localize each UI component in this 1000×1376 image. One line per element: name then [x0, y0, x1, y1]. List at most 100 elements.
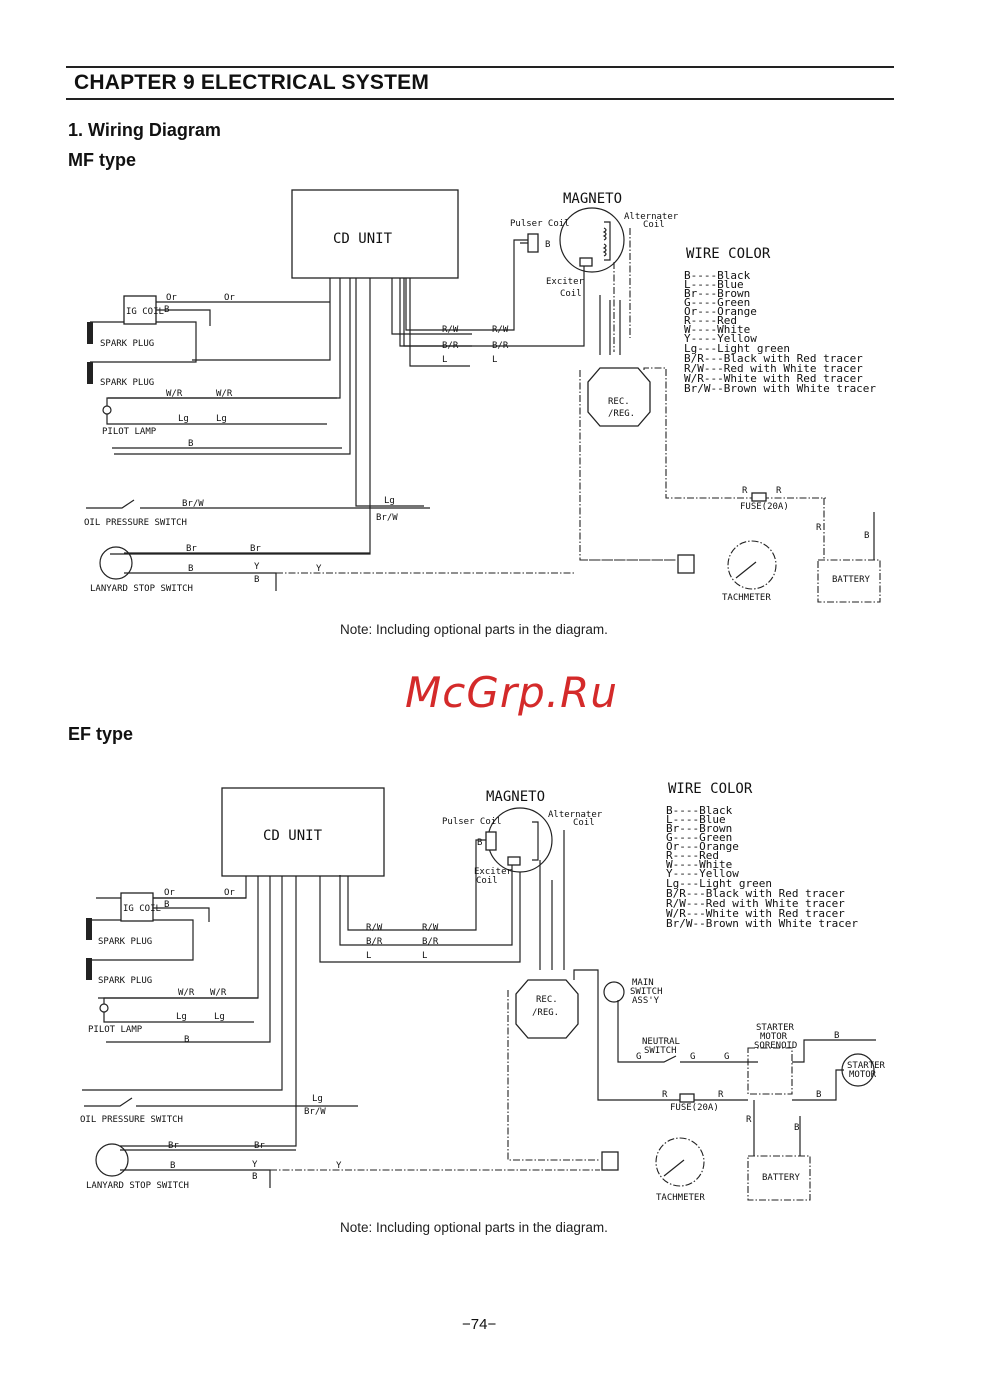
ef-lanyard-stop-switch-label: LANYARD STOP SWITCH	[86, 1181, 189, 1191]
ef-ig-coil-wires	[87, 897, 246, 961]
mf-legend-entry: R----Red	[684, 314, 737, 327]
mf-magneto-circle	[559, 207, 625, 273]
mf-wire-label-l-1: L	[442, 355, 447, 365]
ef-alternater-label-1: Alternater	[548, 810, 603, 820]
ef-wire-label-lg-3: Lg	[312, 1094, 323, 1104]
mf-oil-pressure-switch-icon	[86, 499, 430, 509]
mf-alternater-label-2: Coil	[643, 220, 665, 230]
ef-wire-label-lg-2: Lg	[214, 1012, 225, 1022]
ef-wire-label-rw-2: R/W	[422, 923, 439, 933]
mf-wire-label-l-2: L	[492, 355, 497, 365]
ef-starter-motor-label-2: MOTOR	[849, 1070, 877, 1080]
ef-tachmeter-icon	[655, 1137, 705, 1187]
ef-legend-entry: Or---Orange	[666, 840, 739, 853]
ef-wire-label-y-1: Y	[252, 1160, 258, 1170]
top-rule	[66, 66, 894, 68]
ef-type-label: EF type	[68, 724, 134, 744]
mf-wire-label-or-2: Or	[224, 293, 235, 303]
mf-wire-label-b-2: B	[254, 575, 259, 585]
ef-tachmeter-label: TACHMETER	[656, 1193, 705, 1203]
ef-wire-label-b-pulser: B	[477, 838, 482, 848]
ef-cd-unit-box	[221, 787, 385, 877]
ef-main-switch-label-2: SWITCH	[630, 987, 663, 997]
ef-ig-coil-box	[120, 892, 154, 922]
ef-oil-pressure-switch-label: OIL PRESSURE SWITCH	[80, 1115, 183, 1125]
mf-wire-label-br-2: B/R	[492, 341, 509, 351]
mf-legend-entry: Br---Brown	[684, 287, 750, 300]
ef-pilot-lamp-label: PILOT LAMP	[88, 1025, 143, 1035]
mf-coil-winding-icon	[602, 227, 607, 257]
mf-wire-color-title: WIRE COLOR	[686, 246, 771, 262]
ef-wire-label-b-battery: B	[794, 1123, 799, 1133]
ef-wire-label-br-a: Br	[168, 1141, 179, 1151]
ef-rec-reg-label-2: /REG.	[532, 1008, 559, 1018]
ef-pulser-coil-label: Pulser Coil	[442, 817, 502, 827]
ef-wire-label-br-b: Br	[254, 1141, 265, 1151]
ef-wire-label-or-2: Or	[224, 888, 235, 898]
mf-exciter-label-1: Exciter	[546, 277, 585, 287]
ef-wire-label-b-ig: B	[164, 900, 169, 910]
mf-magneto-wires	[403, 239, 585, 347]
mf-legend-entry: L----Blue	[684, 278, 744, 291]
ef-pilot-lamp-wires	[103, 997, 258, 1023]
mf-oil-pressure-switch-label: OIL PRESSURE SWITCH	[84, 518, 187, 528]
ef-wire-label-g-1: G	[636, 1052, 641, 1062]
mf-wire-label-br-1: B/R	[442, 341, 459, 351]
ef-fuse-icon	[679, 1093, 695, 1103]
ef-exciter-label-2: Coil	[476, 876, 498, 886]
ef-rec-reg-box	[515, 979, 579, 1039]
ef-lanyard-stop-switch-icon	[95, 1143, 129, 1177]
mf-cd-unit-wires	[108, 278, 424, 555]
ef-wire-label-b-solenoid: B	[834, 1031, 839, 1041]
ef-neutral-switch-label-2: SWITCH	[644, 1046, 677, 1056]
ef-legend-entry: Lg---Light green	[666, 877, 772, 890]
ef-battery-wires	[753, 1100, 801, 1156]
mf-wire-label-b-lanyard: B	[188, 564, 193, 574]
mf-wire-label-or-1: Or	[166, 293, 177, 303]
mf-wire-label-b-battery: B	[864, 531, 869, 541]
ef-wire-label-b-motor: B	[816, 1090, 821, 1100]
ef-legend-entry: G----Green	[666, 831, 732, 844]
ef-note: Note: Including optional parts in the di…	[340, 1220, 608, 1235]
ef-exciter-label-1: Exciter	[474, 867, 513, 877]
mf-note: Note: Including optional parts in the di…	[340, 622, 608, 637]
mf-tach-connector-icon	[677, 554, 695, 574]
page-number: −74−	[462, 1316, 497, 1333]
ef-magneto-wires	[319, 839, 521, 963]
ef-wire-label-g-2: G	[690, 1052, 695, 1062]
ef-wire-label-br-2: B/R	[422, 937, 439, 947]
ef-battery-feed-wire	[573, 969, 748, 1101]
mf-rec-wires	[599, 295, 621, 355]
mf-type-label: MF type	[68, 150, 137, 170]
ef-legend-entry: W----White	[666, 858, 732, 871]
mf-alternater-wires	[613, 228, 631, 352]
ef-main-switch-label-3: ASS'Y	[632, 996, 660, 1006]
mf-wire-label-br-b: Br	[250, 544, 261, 554]
ef-legend-entry: Y----Yellow	[666, 867, 739, 880]
mf-rec-reg-label-2: /REG.	[608, 409, 635, 419]
ef-wire-label-l-1: L	[366, 951, 371, 961]
mf-wire-label-wr-1: W/R	[166, 389, 183, 399]
ef-solenoid-label-3: SORENOID	[754, 1041, 797, 1051]
ef-wire-label-g-3: G	[724, 1052, 729, 1062]
ef-wire-label-l-2: L	[422, 951, 427, 961]
mf-battery-feed-wire	[643, 367, 826, 499]
ef-alternater-wires	[539, 830, 565, 970]
ef-cd-unit-label: CD UNIT	[263, 828, 323, 844]
mf-tachmeter-label: TACHMETER	[722, 593, 771, 603]
mf-pilot-lamp-icon	[102, 405, 112, 415]
ef-wire-label-r-2: R	[718, 1090, 724, 1100]
mf-wire-label-r-1: R	[742, 486, 748, 496]
ef-pulser-coil-icon	[485, 831, 497, 851]
mf-pulser-coil-label: Pulser Coil	[510, 219, 570, 229]
mf-lanyard-stop-switch-label: LANYARD STOP SWITCH	[90, 584, 193, 594]
mf-battery-label: BATTERY	[832, 575, 871, 585]
ef-tachmeter-needle-icon	[663, 1159, 685, 1177]
mf-wire-label-b-pulser: B	[545, 240, 550, 250]
mf-cd-unit-magneto-wires	[391, 278, 472, 367]
ef-starter-motor-label-1: STARTER	[847, 1061, 886, 1071]
mf-wire-label-lg-1: Lg	[178, 414, 189, 424]
mf-magneto-label: MAGNETO	[563, 191, 622, 207]
ef-battery-label: BATTERY	[762, 1173, 801, 1183]
mf-fuse-icon	[751, 492, 767, 502]
